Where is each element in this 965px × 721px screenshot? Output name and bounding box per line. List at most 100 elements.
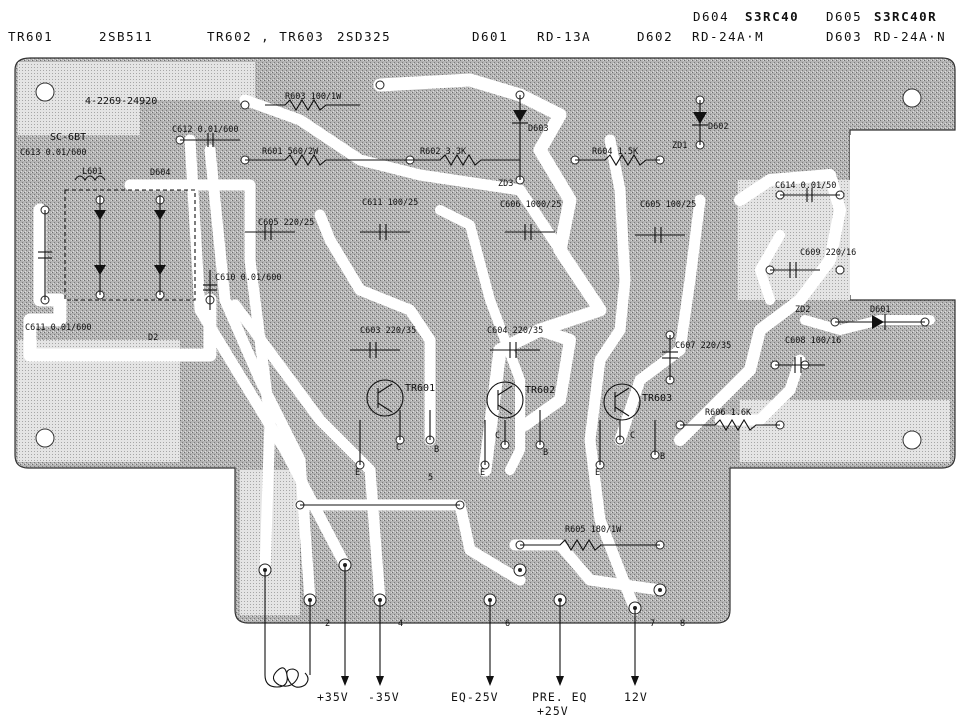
tr601-symbol	[359, 379, 431, 465]
label-c610: C610 0.01/600	[215, 273, 282, 283]
label-c612: C612 0.01/600	[172, 125, 239, 135]
c603-symbol	[350, 342, 400, 358]
mounting-holes	[35, 82, 922, 450]
tr602-pin-e: E	[480, 468, 485, 478]
label-c608: C608 100/16	[785, 336, 841, 346]
coil-loop	[264, 667, 309, 688]
parts-legend: D604 S3RC40 D605 S3RC40R TR601 2SB511 TR…	[0, 0, 965, 50]
c606-symbol	[505, 224, 555, 240]
label-c605b: C605 100/25	[640, 200, 696, 210]
tr601-pin-e: E	[355, 468, 360, 478]
c610-symbol	[203, 270, 217, 310]
legend-d603-part: RD-24A·N	[874, 29, 947, 44]
tr601-pin-c: C	[396, 443, 401, 453]
terminal-number-2: 2	[325, 619, 330, 629]
label-c611b: C611 0.01/600	[25, 323, 92, 333]
label-zd3: ZD3	[498, 179, 513, 189]
label-d602: D602	[708, 122, 728, 132]
label-r606: R606 1.6K	[705, 408, 752, 418]
legend-d605-part: S3RC40R	[874, 9, 938, 24]
c612-symbol	[180, 133, 240, 147]
tr603-pin-b: B	[660, 452, 665, 462]
legend-d602-part: RD-24A·M	[692, 29, 765, 44]
c604-symbol	[490, 342, 540, 358]
c605b-symbol	[635, 227, 685, 243]
tr602-pin-c: C	[495, 431, 500, 441]
tr602-pin-b: B	[543, 448, 548, 458]
legend-tr602-part: 2SD325	[337, 29, 392, 44]
tr602-symbol	[484, 381, 541, 465]
legend-d602-ref: D602	[637, 29, 674, 44]
l601-symbol	[74, 175, 106, 182]
terminal-pre-eq-voltage: +25V	[537, 704, 569, 718]
terminal-plus-35v: +35V	[317, 690, 349, 704]
tr601-pin-b: B	[434, 445, 439, 455]
c609-symbol	[770, 262, 820, 278]
d602-symbol	[692, 100, 708, 145]
label-r604: R604 1.5K	[592, 147, 639, 157]
r606-symbol	[680, 418, 780, 432]
terminal-number-8: 8	[680, 619, 685, 629]
label-zd2: ZD2	[795, 305, 810, 315]
label-c604: C604 220/35	[487, 326, 543, 336]
label-c611: C611 100/25	[362, 198, 418, 208]
label-zd1: ZD1	[672, 141, 687, 151]
label-c613: C613 0.01/600	[20, 148, 87, 158]
label-tr603: TR603	[642, 393, 672, 404]
c611-symbol	[360, 224, 410, 240]
legend-d601-part: RD-13A	[537, 29, 592, 44]
label-r603: R603 100/1W	[285, 92, 342, 102]
tr603-symbol	[599, 383, 656, 465]
board-labels: 4-2269-24920 SC-6BT R603 100/1W C612 0.0…	[20, 92, 890, 629]
label-c614: C614 0.01/50	[775, 181, 836, 191]
d603-symbol	[512, 95, 528, 180]
label-l601: L601	[82, 167, 102, 177]
label-d604: D604	[150, 168, 170, 178]
label-r602: R602 3.3K	[420, 147, 467, 157]
legend-d604-part: S3RC40	[745, 9, 800, 24]
c608-symbol	[775, 357, 825, 373]
label-c607: C607 220/35	[675, 341, 731, 351]
legend-d603-ref: D603	[826, 29, 863, 44]
label-c605: C605 220/25	[258, 218, 314, 228]
legend-tr601-part: 2SB511	[99, 29, 154, 44]
terminal-12v: 12V	[624, 690, 648, 704]
terminal-minus-35v: -35V	[368, 690, 400, 704]
label-tr601: TR601	[405, 383, 435, 394]
label-r601: R601 560/2W	[262, 147, 319, 157]
lead-arrows	[341, 676, 639, 686]
c614-symbol	[780, 188, 840, 202]
board-id-mark: 4-2269-24920	[85, 96, 157, 107]
label-c606: C606 1000/25	[500, 200, 561, 210]
terminal-number-6: 6	[505, 619, 510, 629]
label-d2: D2	[148, 333, 158, 343]
r603-symbol	[265, 98, 360, 112]
d601-symbol	[835, 314, 925, 330]
legend-d604-ref: D604	[693, 9, 730, 24]
c605-symbol	[245, 224, 295, 240]
label-r605: R605 180/1W	[565, 525, 622, 535]
legend-tr602-ref: TR602 , TR603	[207, 29, 325, 44]
bridge-rectifier-symbol	[64, 189, 196, 301]
r604-symbol	[575, 153, 660, 167]
terminal-eq-25v: EQ-25V	[451, 690, 499, 704]
component-symbols	[38, 95, 925, 552]
terminal-number-4: 4	[398, 619, 403, 629]
label-d603: D603	[528, 124, 548, 134]
label-c603: C603 220/35	[360, 326, 416, 336]
r601-symbol	[245, 153, 410, 167]
external-leads	[264, 565, 636, 688]
r605-symbol	[520, 538, 660, 552]
legend-tr601-ref: TR601	[8, 29, 54, 44]
terminal-number-7: 7	[650, 619, 655, 629]
label-tr602: TR602	[525, 385, 555, 396]
r602-symbol	[410, 153, 520, 167]
c607-symbol	[662, 335, 678, 380]
legend-d605-ref: D605	[826, 9, 863, 24]
terminal-number-5: 5	[428, 473, 433, 483]
legend-d601-ref: D601	[472, 29, 509, 44]
bare-board-areas	[18, 62, 950, 615]
board-model-mark: SC-6BT	[50, 132, 86, 143]
tr603-pin-e: E	[595, 468, 600, 478]
